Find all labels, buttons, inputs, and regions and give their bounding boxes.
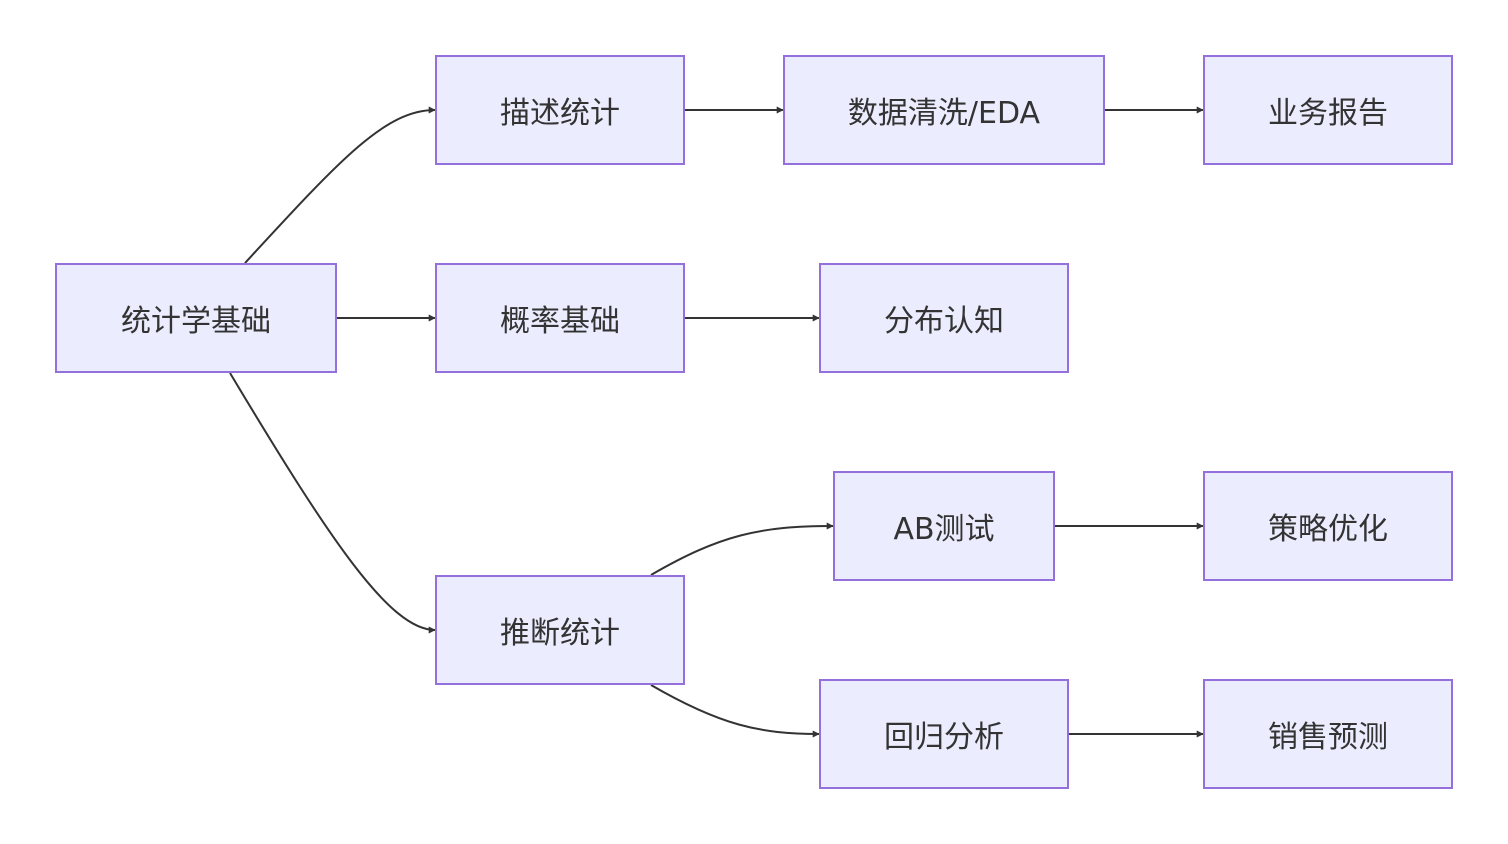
node-sales-forecast-label: 销售预测 (1268, 720, 1388, 755)
node-ab-testing-label: AB测试 (893, 512, 995, 547)
node-sales-forecast: 销售预测 (1203, 679, 1453, 789)
node-inferential-statistics-label: 推断统计 (500, 616, 620, 651)
edge-stats-basics-to-descriptive (244, 106, 436, 264)
node-stats-basics-label: 统计学基础 (121, 304, 271, 339)
edge-inferential-to-regression (650, 684, 820, 738)
node-probability-basics: 概率基础 (435, 263, 685, 373)
node-ab-testing: AB测试 (833, 471, 1055, 581)
node-data-cleaning-eda: 数据清洗/EDA (783, 55, 1105, 165)
node-strategy-optimization-label: 策略优化 (1268, 512, 1388, 547)
node-descriptive-statistics-label: 描述统计 (500, 96, 620, 131)
node-regression-analysis-label: 回归分析 (884, 720, 1004, 755)
node-descriptive-statistics: 描述统计 (435, 55, 685, 165)
node-business-report: 业务报告 (1203, 55, 1453, 165)
edge-inferential-to-abtest (650, 522, 834, 576)
node-stats-basics: 统计学基础 (55, 263, 337, 373)
node-business-report-label: 业务报告 (1268, 96, 1388, 131)
node-inferential-statistics: 推断统计 (435, 575, 685, 685)
node-data-cleaning-eda-label: 数据清洗/EDA (847, 96, 1041, 131)
edge-stats-basics-to-inferential (229, 372, 436, 634)
node-distribution-knowledge: 分布认知 (819, 263, 1069, 373)
node-distribution-knowledge-label: 分布认知 (884, 304, 1004, 339)
node-strategy-optimization: 策略优化 (1203, 471, 1453, 581)
node-probability-basics-label: 概率基础 (500, 304, 620, 339)
node-regression-analysis: 回归分析 (819, 679, 1069, 789)
